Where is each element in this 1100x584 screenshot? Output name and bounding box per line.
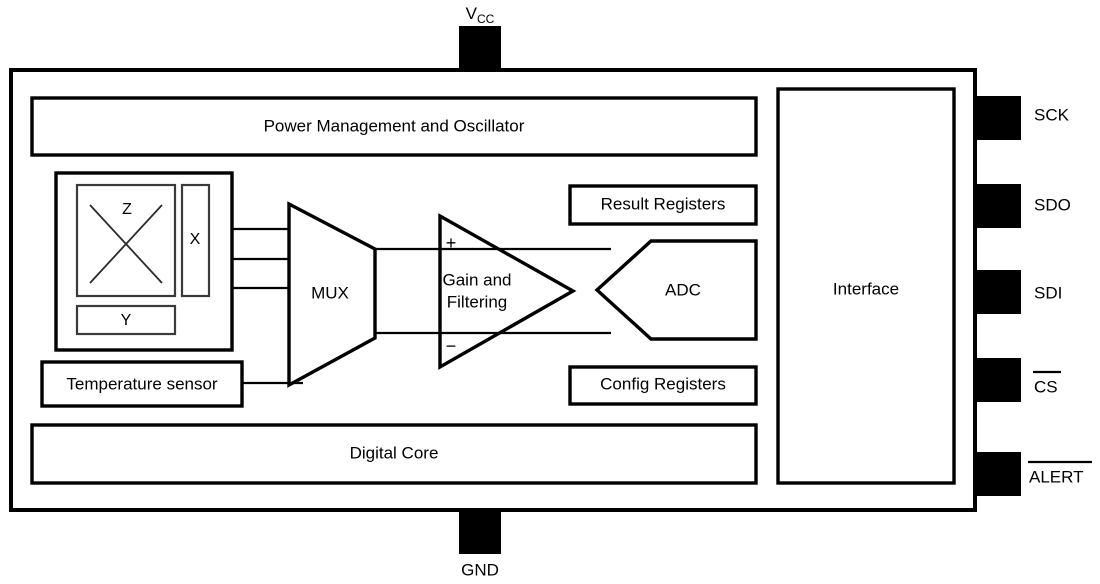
sensor-axis-y-box <box>75 304 177 336</box>
block-power-management <box>30 96 758 157</box>
block-label-amplifier-line2: Filtering <box>447 292 507 311</box>
block-label-adc: ADC <box>665 280 701 299</box>
pin-label-sck: SCK <box>1034 105 1070 124</box>
pin-pad-sdo <box>977 184 1021 228</box>
block-config-registers <box>568 365 758 406</box>
block-temperature-sensor <box>40 360 244 408</box>
pin-pad-cs <box>977 358 1021 402</box>
block-label-config-registers: Config Registers <box>600 374 726 393</box>
pin-label-sdo: SDO <box>1034 195 1071 214</box>
amplifier-plus-input-label: + <box>446 233 457 253</box>
block-result-registers <box>568 184 758 226</box>
pin-pad-alert <box>977 452 1021 496</box>
block-label-digital-core: Digital Core <box>350 443 439 462</box>
block-label-amplifier-line1: Gain and <box>443 270 512 289</box>
block-adc <box>594 239 758 341</box>
block-interface <box>776 87 956 485</box>
pin-label-alert: ALERT <box>1029 467 1084 486</box>
pin-label-vcc: VCC <box>466 4 495 26</box>
pin-pad-vcc <box>459 26 501 72</box>
block-label-power-management: Power Management and Oscillator <box>264 116 525 135</box>
sensor-axis-z-box <box>75 183 177 298</box>
pin-label-sdi: SDI <box>1034 283 1062 302</box>
sensor-axis-label-x: X <box>190 231 201 248</box>
pin-pad-sdi <box>977 270 1021 314</box>
block-label-interface: Interface <box>833 279 899 298</box>
sensor-axis-z-cross-line-b <box>89 204 163 284</box>
block-amplifier <box>438 213 577 370</box>
sensor-axis-x-box <box>180 183 211 298</box>
block-label-mux: MUX <box>311 283 349 302</box>
pin-label-cs: CS <box>1034 377 1058 396</box>
sensor-axis-label-y: Y <box>121 312 132 329</box>
block-digital-core <box>30 423 758 485</box>
amplifier-minus-input-label: − <box>446 336 457 356</box>
sensor-axis-label-z: Z <box>122 201 132 218</box>
pin-label-gnd: GND <box>461 560 499 579</box>
pin-pad-sck <box>977 96 1021 140</box>
block-label-temperature-sensor: Temperature sensor <box>66 374 218 393</box>
block-label-result-registers: Result Registers <box>601 194 726 213</box>
pin-pad-gnd <box>459 508 501 554</box>
block-mux <box>287 201 377 388</box>
